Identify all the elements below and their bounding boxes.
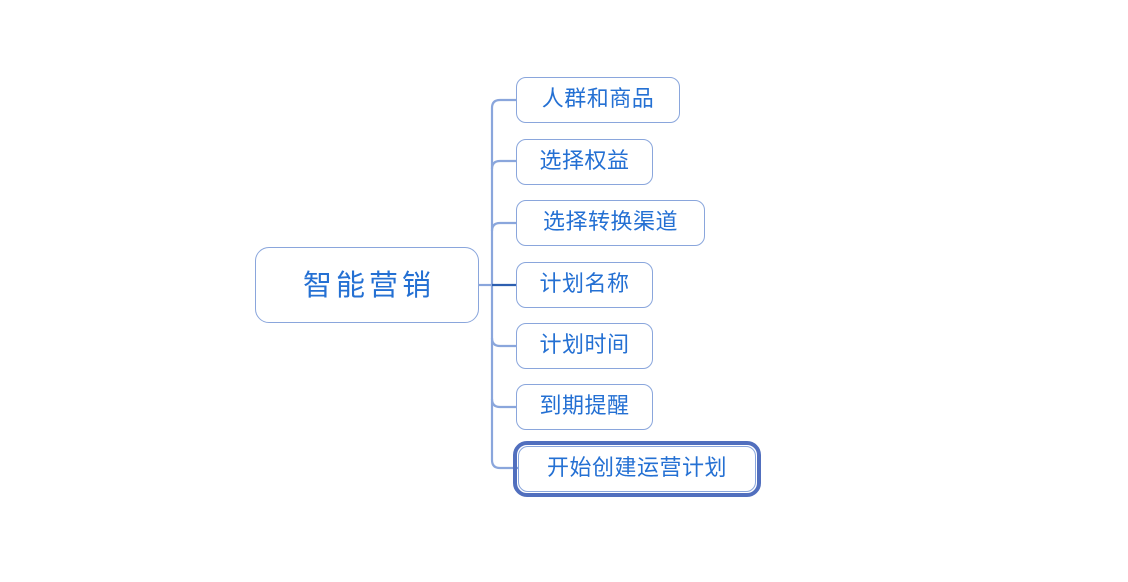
node-child-5-label: 计划时间 — [539, 333, 630, 358]
node-child-2-label: 选择权益 — [539, 149, 630, 174]
connector-branch-6 — [490, 398, 516, 409]
node-child-6[interactable]: 到期提醒 — [516, 384, 653, 430]
connector-branch-3 — [490, 221, 516, 232]
node-child-1[interactable]: 人群和商品 — [516, 77, 680, 123]
node-child-7-label: 开始创建运营计划 — [546, 456, 727, 481]
node-child-3[interactable]: 选择转换渠道 — [516, 200, 705, 246]
node-child-5[interactable]: 计划时间 — [516, 323, 653, 369]
node-root-label: 智能营销 — [302, 267, 435, 302]
node-child-7-selection-ring — [513, 441, 761, 497]
node-root[interactable]: 智能营销 — [255, 247, 479, 323]
node-child-6-label: 到期提醒 — [539, 394, 630, 419]
connector-branch-1 — [490, 98, 516, 109]
node-child-3-label: 选择转换渠道 — [542, 210, 678, 235]
node-child-7[interactable]: 开始创建运营计划 — [518, 446, 756, 492]
node-child-4[interactable]: 计划名称 — [516, 262, 653, 308]
node-child-1-label: 人群和商品 — [541, 87, 655, 112]
node-child-4-label: 计划名称 — [539, 272, 630, 297]
connector-branch-5 — [490, 337, 516, 348]
node-child-2[interactable]: 选择权益 — [516, 139, 653, 185]
connector-branch-2 — [490, 159, 516, 170]
